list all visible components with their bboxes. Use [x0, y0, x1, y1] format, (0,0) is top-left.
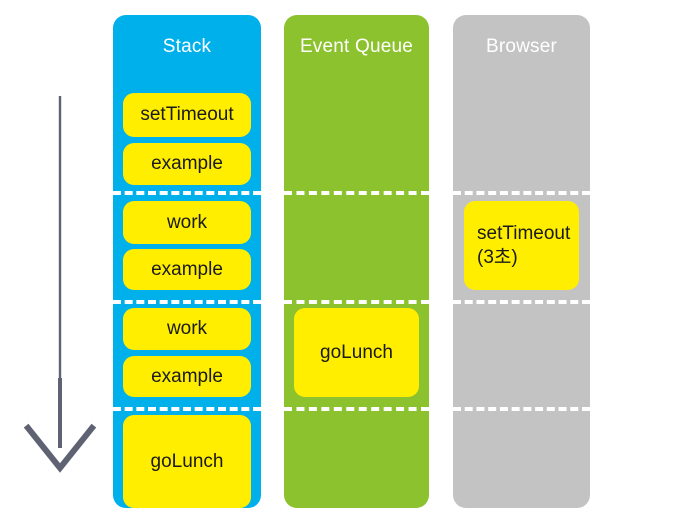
task-box-stack-example-3[interactable]: example: [123, 356, 251, 397]
column-browser: Browser setTimeout (3초): [453, 15, 590, 508]
task-label-line-2: (3초): [477, 246, 518, 268]
column-title-event-queue: Event Queue: [299, 36, 414, 57]
browser-divider-2: [453, 300, 590, 304]
task-label: example: [151, 365, 223, 387]
stack-divider-2: [113, 300, 261, 304]
task-label: goLunch: [150, 450, 224, 472]
task-label: work: [166, 211, 208, 233]
queue-divider-2: [284, 300, 429, 304]
task-box-stack-golunch[interactable]: goLunch: [123, 415, 251, 508]
column-title-stack: Stack: [162, 36, 212, 57]
task-label: goLunch: [320, 341, 393, 363]
task-box-stack-work-2[interactable]: work: [123, 308, 251, 350]
task-box-stack-example-1[interactable]: example: [123, 143, 251, 185]
task-box-stack-work-1[interactable]: work: [123, 201, 251, 244]
stack-divider-1: [113, 191, 261, 195]
task-label-line-1: setTimeout: [477, 222, 571, 244]
column-title-browser: Browser: [485, 36, 558, 57]
time-flow-arrow: [23, 96, 97, 473]
stack-divider-3: [113, 407, 261, 411]
task-label: example: [151, 153, 223, 174]
task-label: work: [166, 318, 208, 339]
queue-divider-1: [284, 191, 429, 195]
task-box-browser-settimeout[interactable]: setTimeout (3초): [464, 201, 579, 290]
task-label-group: setTimeout (3초): [477, 222, 570, 270]
column-event-queue: Event Queue goLunch: [284, 15, 429, 508]
browser-divider-1: [453, 191, 590, 195]
task-box-stack-example-2[interactable]: example: [123, 249, 251, 290]
queue-divider-3: [284, 407, 429, 411]
task-label: setTimeout: [140, 104, 234, 125]
browser-divider-3: [453, 407, 590, 411]
task-box-stack-settimeout[interactable]: setTimeout: [123, 93, 251, 137]
task-label: example: [151, 258, 223, 280]
column-stack: Stack setTimeout example work example wo…: [113, 15, 261, 508]
task-box-queue-golunch[interactable]: goLunch: [294, 308, 419, 397]
